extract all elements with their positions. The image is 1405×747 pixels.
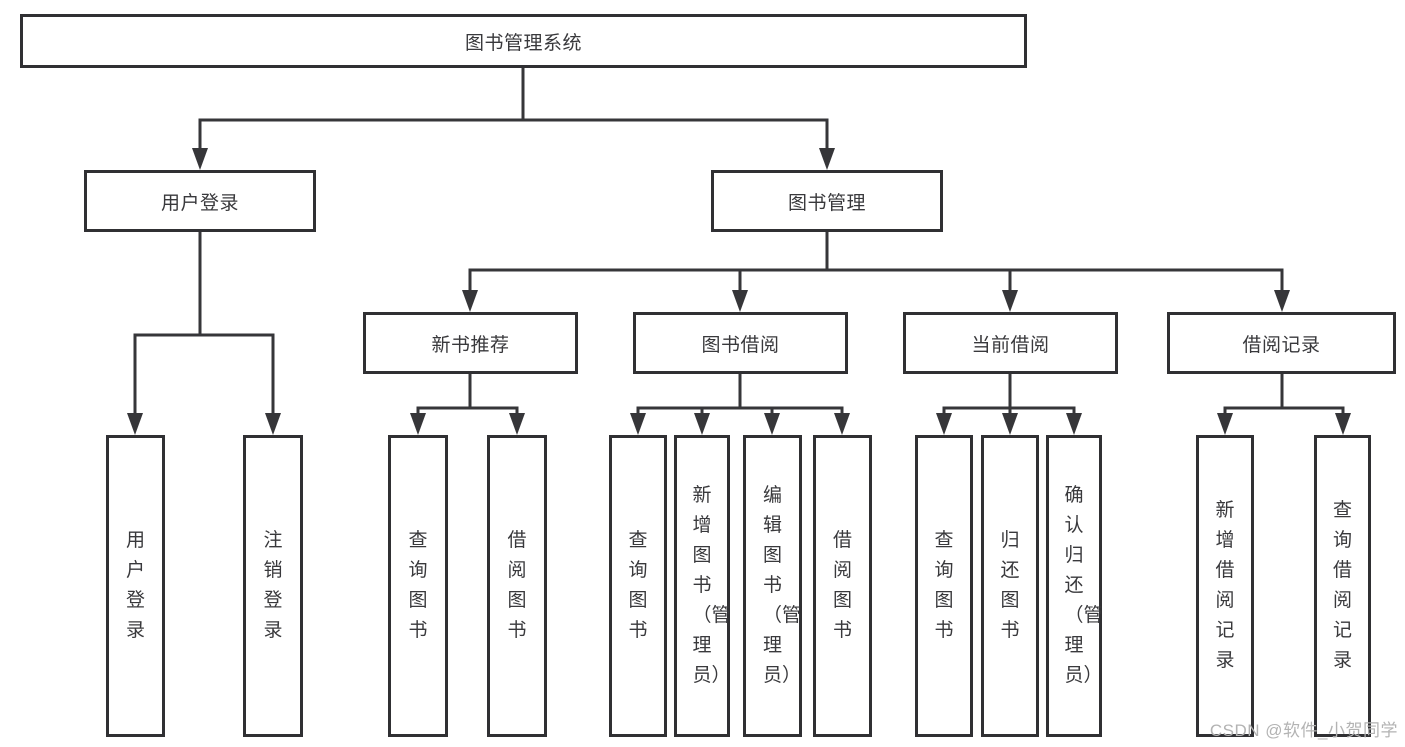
node-book-borrow: 图书借阅 <box>633 312 848 374</box>
node-label: 当前借阅 <box>971 334 1050 356</box>
connector-book-management-to-level3 <box>462 232 1290 312</box>
node-label: 用户登录 <box>160 192 239 214</box>
connector-user-login-to-leaves <box>127 232 281 435</box>
node-label: 借阅图书 <box>507 530 527 641</box>
leaf-confirm-return-admin: 确认归还（管理员） <box>1046 435 1103 737</box>
connector-borrow-records-to-leaves <box>1217 374 1351 435</box>
node-label: 注销登录 <box>263 530 283 641</box>
node-label: 归还图书 <box>1000 530 1020 641</box>
node-label: 查询图书 <box>934 530 954 641</box>
leaf-user-login: 用户登录 <box>106 435 165 737</box>
leaf-edit-book-admin: 编辑图书（管理员） <box>743 435 802 737</box>
leaf-add-book-admin: 新增图书（管理员） <box>674 435 731 737</box>
leaf-borrow-books-recommend: 借阅图书 <box>487 435 547 737</box>
node-borrow-records: 借阅记录 <box>1167 312 1396 374</box>
node-label: 新书推荐 <box>431 334 510 356</box>
node-current-borrow: 当前借阅 <box>903 312 1118 374</box>
node-label: 确认归还（管理员） <box>1064 485 1103 686</box>
leaf-query-books-current: 查询图书 <box>915 435 973 737</box>
node-root: 图书管理系统 <box>20 14 1027 68</box>
leaf-borrow-books: 借阅图书 <box>813 435 872 737</box>
node-label: 用户登录 <box>126 530 146 641</box>
node-new-book-recommend: 新书推荐 <box>363 312 578 374</box>
connector-root-to-level2 <box>192 68 835 170</box>
connector-book-borrow-to-leaves <box>630 374 850 435</box>
leaf-add-borrow-record: 新增借阅记录 <box>1196 435 1254 737</box>
connector-current-borrow-to-leaves <box>936 374 1082 435</box>
node-label: 新增图书（管理员） <box>692 485 731 686</box>
node-label: 图书管理系统 <box>464 32 582 54</box>
node-label: 查询图书 <box>408 530 428 641</box>
leaf-query-borrow-record: 查询借阅记录 <box>1314 435 1371 737</box>
node-label: 查询借阅记录 <box>1333 500 1353 671</box>
node-label: 编辑图书（管理员） <box>763 485 802 686</box>
leaf-return-book: 归还图书 <box>981 435 1039 737</box>
node-book-management: 图书管理 <box>711 170 943 232</box>
csdn-watermark: CSDN @软件_小贺同学 <box>1209 721 1398 740</box>
leaf-logout: 注销登录 <box>243 435 303 737</box>
connector-new-book-recommend-to-leaves <box>410 374 525 435</box>
node-label: 新增借阅记录 <box>1215 500 1235 671</box>
leaf-query-books-recommend: 查询图书 <box>388 435 448 737</box>
node-label: 借阅图书 <box>833 530 853 641</box>
node-label: 查询图书 <box>628 530 648 641</box>
node-label: 借阅记录 <box>1242 334 1321 356</box>
node-label: 图书借阅 <box>701 334 780 356</box>
node-user-login: 用户登录 <box>84 170 316 232</box>
node-label: 图书管理 <box>787 192 866 214</box>
leaf-query-books-borrow: 查询图书 <box>609 435 667 737</box>
